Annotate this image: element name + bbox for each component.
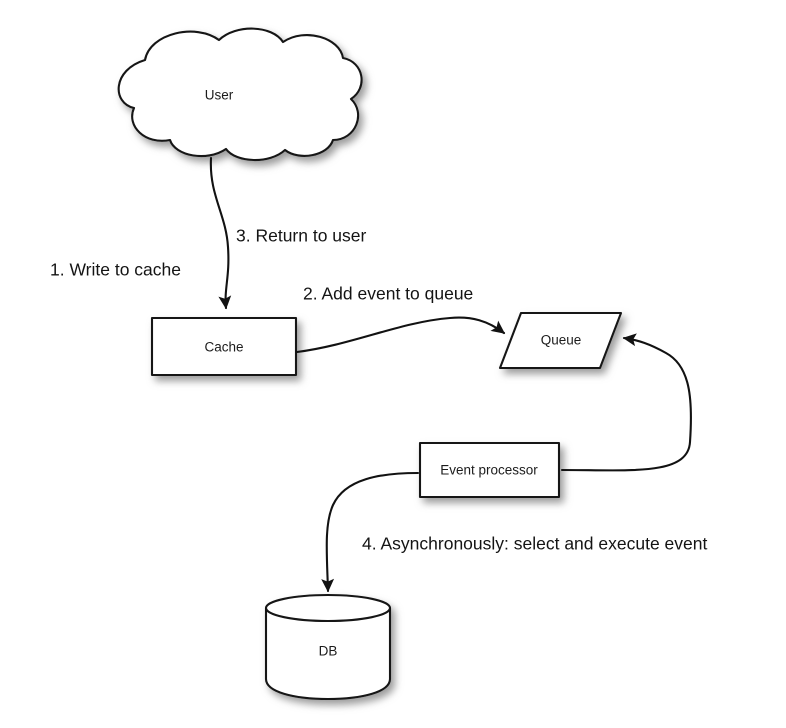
edge-event-processor-to-db xyxy=(321,471,420,593)
cloud-shape xyxy=(117,27,363,162)
db-cylinder-body xyxy=(264,606,392,701)
edge-label-step-3: 3. Return to user xyxy=(236,226,367,246)
node-db[interactable]: DB xyxy=(264,593,392,701)
queue-shape xyxy=(498,311,623,370)
node-cache-label: Cache xyxy=(204,340,243,355)
edge-cache-to-queue xyxy=(295,316,506,354)
node-queue-label: Queue xyxy=(541,333,582,348)
edge-event-processor-to-queue xyxy=(560,333,693,472)
edge-user-to-cache xyxy=(209,156,232,310)
edge-label-step-1: 1. Write to cache xyxy=(50,260,181,280)
node-event-processor[interactable]: Event processor xyxy=(418,441,561,499)
node-queue[interactable]: Queue xyxy=(498,311,623,370)
node-cache[interactable]: Cache xyxy=(150,316,298,377)
cache-shape xyxy=(150,316,298,377)
edge-label-step-2: 2. Add event to queue xyxy=(303,284,473,304)
event-processor-shape xyxy=(418,441,561,499)
db-cylinder-top xyxy=(264,593,392,623)
node-db-label: DB xyxy=(319,644,338,659)
node-user[interactable]: User xyxy=(117,27,363,162)
edge-label-step-4: 4. Asynchronously: select and execute ev… xyxy=(362,534,707,554)
node-event-processor-label: Event processor xyxy=(440,463,538,478)
node-user-label: User xyxy=(205,88,234,103)
